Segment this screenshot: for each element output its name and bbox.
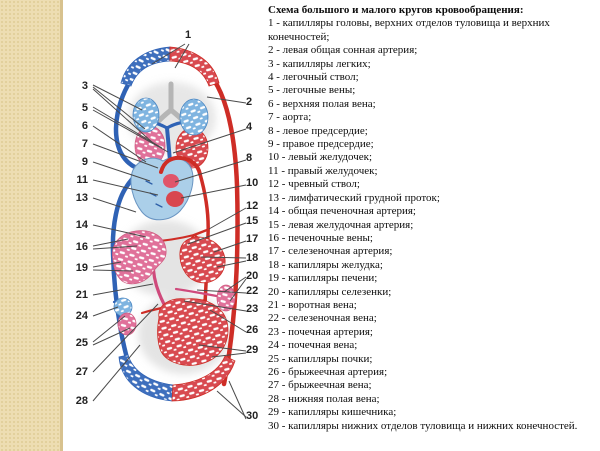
diagram-number-label: 8 [246,152,253,164]
diagram-number-label: 21 [75,289,88,301]
legend-item: 29 - капилляры кишечника; [268,406,397,419]
diagram-number-label: 29 [246,344,259,356]
diagram-number-label: 28 [75,395,88,407]
legend-item: 10 - левый желудочек; [268,151,373,164]
diagram-number-label: 12 [246,200,259,212]
diagram-number-label: 15 [246,215,259,227]
legend-item: 7 - аорта; [268,111,312,124]
legend-item: 22 - селезеночная вена; [268,312,377,325]
diagram-number-label: 9 [81,156,88,168]
legend-item: 20 - капилляры селезенки; [268,285,392,298]
legend-item: 4 - легочный ствол; [268,71,359,84]
slide-sidebar-decoration [0,0,63,451]
diagram-number-label: 11 [76,174,88,186]
diagram-number-label: 30 [246,410,259,422]
legend-item: 17 - селезеночная артерия; [268,245,393,258]
diagram-number-label: 4 [246,121,253,133]
diagram-number-label: 24 [75,310,88,322]
legend-item: 30 - капилляры нижних отделов туловища и… [268,419,578,432]
legend-item: 6 - верхняя полая вена; [268,97,376,110]
legend-item: 3 - капилляры легких; [268,57,371,70]
legend-title: Схема большого и малого кругов кровообра… [268,4,524,16]
legend-item: 26 - брыжеечная артерия; [268,365,388,378]
legend-item: 23 - почечная артерия; [268,325,373,338]
legend-item: 21 - воротная вена; [268,298,357,311]
diagram-number-label: 16 [75,241,88,253]
diagram-number-label: 19 [75,262,88,274]
legend-item: 13 - лимфатический грудной проток; [268,191,440,204]
diagram-number-label: 18 [246,252,259,264]
diagram-number-label: 2 [246,96,253,108]
diagram-number-label: 27 [75,366,88,378]
legend-item: 11 - правый желудочек; [268,164,378,177]
diagram-number-label: 13 [75,192,88,204]
heart [130,155,202,221]
diagram-number-label: 14 [75,219,88,231]
legend-panel: Схема большого и малого кругов кровообра… [268,4,598,433]
diagram-number-label: 23 [246,303,259,315]
diagram-number-label: 3 [81,80,88,92]
legend-item: 18 - капилляры желудка; [268,258,383,271]
legend-item: 15 - левая желудочная артерия; [268,218,414,231]
leader-lines [92,43,247,420]
legend-item: 28 - нижняя полая вена; [268,392,380,405]
legend-item: 2 - левая общая сонная артерия; [268,44,418,57]
legend-item: 16 - печеночные вены; [268,231,373,244]
diagram-number-label: 26 [246,324,259,336]
legend-item: 19 - капилляры печени; [268,272,378,285]
diagram-number-label: 22 [246,285,259,297]
stomach-capillaries [179,236,226,284]
legend-item: 27 - брыжеечная вена; [268,379,372,392]
legend-item: 1 - капилляры головы, верхних отделов ту… [268,17,550,43]
legend-item: 9 - правое предсердие; [268,138,374,151]
abdominal-capillaries [112,230,236,366]
legend-item: 25 - капилляры почки; [268,352,373,365]
diagram-number-label: 25 [75,337,88,349]
legend-item: 12 - чревный ствол; [268,178,360,191]
legend-item: 14 - общая печеночная артерия; [268,205,416,218]
intestine-capillaries [157,298,229,366]
legend-item: 8 - левое предсердие; [268,124,368,137]
lung-capillaries [132,97,209,169]
diagram-number-label: 17 [246,233,259,245]
diagram-number-label: 6 [81,120,88,132]
legend-item: 5 - легочные вены; [268,84,356,97]
legend-item: 24 - почечная вена; [268,339,358,352]
diagram-number-label: 7 [81,138,88,150]
diagram-number-label: 1 [184,29,192,41]
diagram-number-label: 10 [246,177,259,189]
diagram-number-label: 5 [81,102,88,114]
lower-body-capillaries [118,354,236,402]
diagram-number-label: 20 [246,270,259,282]
head-capillaries [120,46,220,87]
